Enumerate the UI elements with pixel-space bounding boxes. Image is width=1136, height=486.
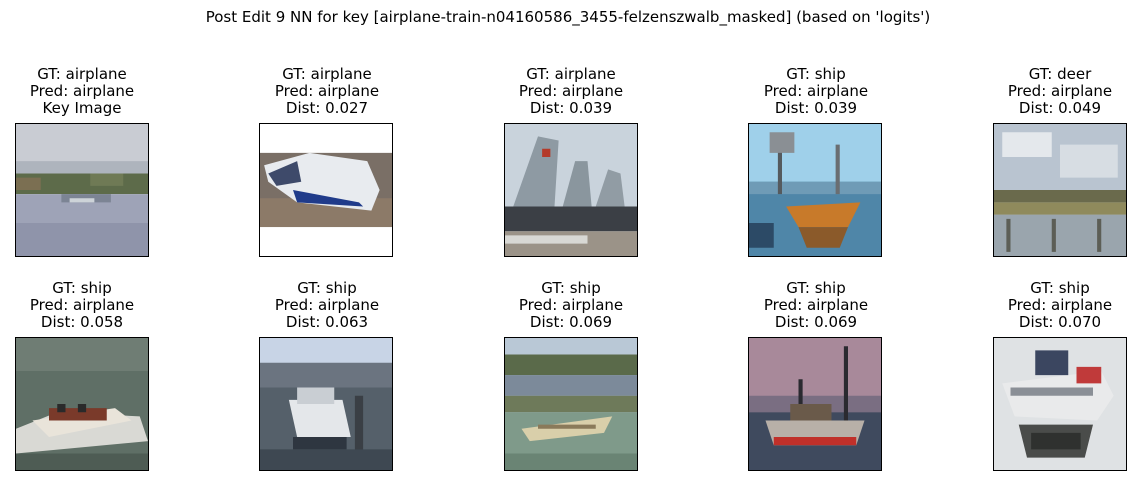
- panel-0: GT: airplane Pred: airplane Key Image: [0, 66, 192, 117]
- gt-label: GT: airplane: [37, 65, 127, 83]
- pred-label: Pred: airplane: [1007, 82, 1113, 100]
- gt-label: GT: ship: [52, 279, 112, 297]
- gt-label: GT: deer: [1028, 65, 1092, 83]
- dist-label: Dist: 0.070: [1018, 313, 1102, 331]
- pred-label: Pred: airplane: [763, 82, 869, 100]
- dist-label: Dist: 0.063: [285, 313, 369, 331]
- dist-label: Dist: 0.039: [774, 99, 858, 117]
- pred-label: Pred: airplane: [29, 82, 135, 100]
- panel-1: GT: airplane Pred: airplane Dist: 0.027: [217, 66, 437, 117]
- neighbor-thumbnail-8: [748, 337, 882, 471]
- neighbor-thumbnail-9: [993, 337, 1127, 471]
- panel-5: GT: ship Pred: airplane Dist: 0.058: [0, 280, 192, 331]
- panel-caption: GT: airplane Pred: airplane Key Image: [0, 66, 192, 117]
- gt-label: GT: airplane: [526, 65, 616, 83]
- pred-label: Pred: airplane: [274, 82, 380, 100]
- neighbor-thumbnail-2: [504, 123, 638, 257]
- neighbor-thumbnail-7: [504, 337, 638, 471]
- pred-label: Pred: airplane: [518, 82, 624, 100]
- neighbor-thumbnail-5: [15, 337, 149, 471]
- gt-label: GT: ship: [297, 279, 357, 297]
- neighbor-thumbnail-4: [993, 123, 1127, 257]
- pred-label: Pred: airplane: [274, 296, 380, 314]
- gt-label: GT: ship: [541, 279, 601, 297]
- dist-label: Dist: 0.058: [40, 313, 124, 331]
- key-image-thumbnail: [15, 123, 149, 257]
- neighbor-thumbnail-3: [748, 123, 882, 257]
- gt-label: GT: airplane: [282, 65, 372, 83]
- dist-label: Dist: 0.049: [1018, 99, 1102, 117]
- pred-label: Pred: airplane: [29, 296, 135, 314]
- dist-label: Dist: 0.069: [774, 313, 858, 331]
- extra-label: Key Image: [42, 99, 122, 117]
- panel-3: GT: ship Pred: airplane Dist: 0.039: [706, 66, 926, 117]
- pred-label: Pred: airplane: [1007, 296, 1113, 314]
- pred-label: Pred: airplane: [518, 296, 624, 314]
- dist-label: Dist: 0.069: [529, 313, 613, 331]
- gt-label: GT: ship: [786, 279, 846, 297]
- panel-6: GT: ship Pred: airplane Dist: 0.063: [217, 280, 437, 331]
- panel-7: GT: ship Pred: airplane Dist: 0.069: [461, 280, 681, 331]
- gt-label: GT: ship: [1030, 279, 1090, 297]
- pred-label: Pred: airplane: [763, 296, 869, 314]
- neighbor-thumbnail-6: [259, 337, 393, 471]
- panel-8: GT: ship Pred: airplane Dist: 0.069: [706, 280, 926, 331]
- dist-label: Dist: 0.027: [285, 99, 369, 117]
- dist-label: Dist: 0.039: [529, 99, 613, 117]
- panel-9: GT: ship Pred: airplane Dist: 0.070: [950, 280, 1136, 331]
- figure-title: Post Edit 9 NN for key [airplane-train-n…: [205, 8, 931, 26]
- panel-2: GT: airplane Pred: airplane Dist: 0.039: [461, 66, 681, 117]
- panel-4: GT: deer Pred: airplane Dist: 0.049: [950, 66, 1136, 117]
- neighbor-thumbnail-1: [259, 123, 393, 257]
- gt-label: GT: ship: [786, 65, 846, 83]
